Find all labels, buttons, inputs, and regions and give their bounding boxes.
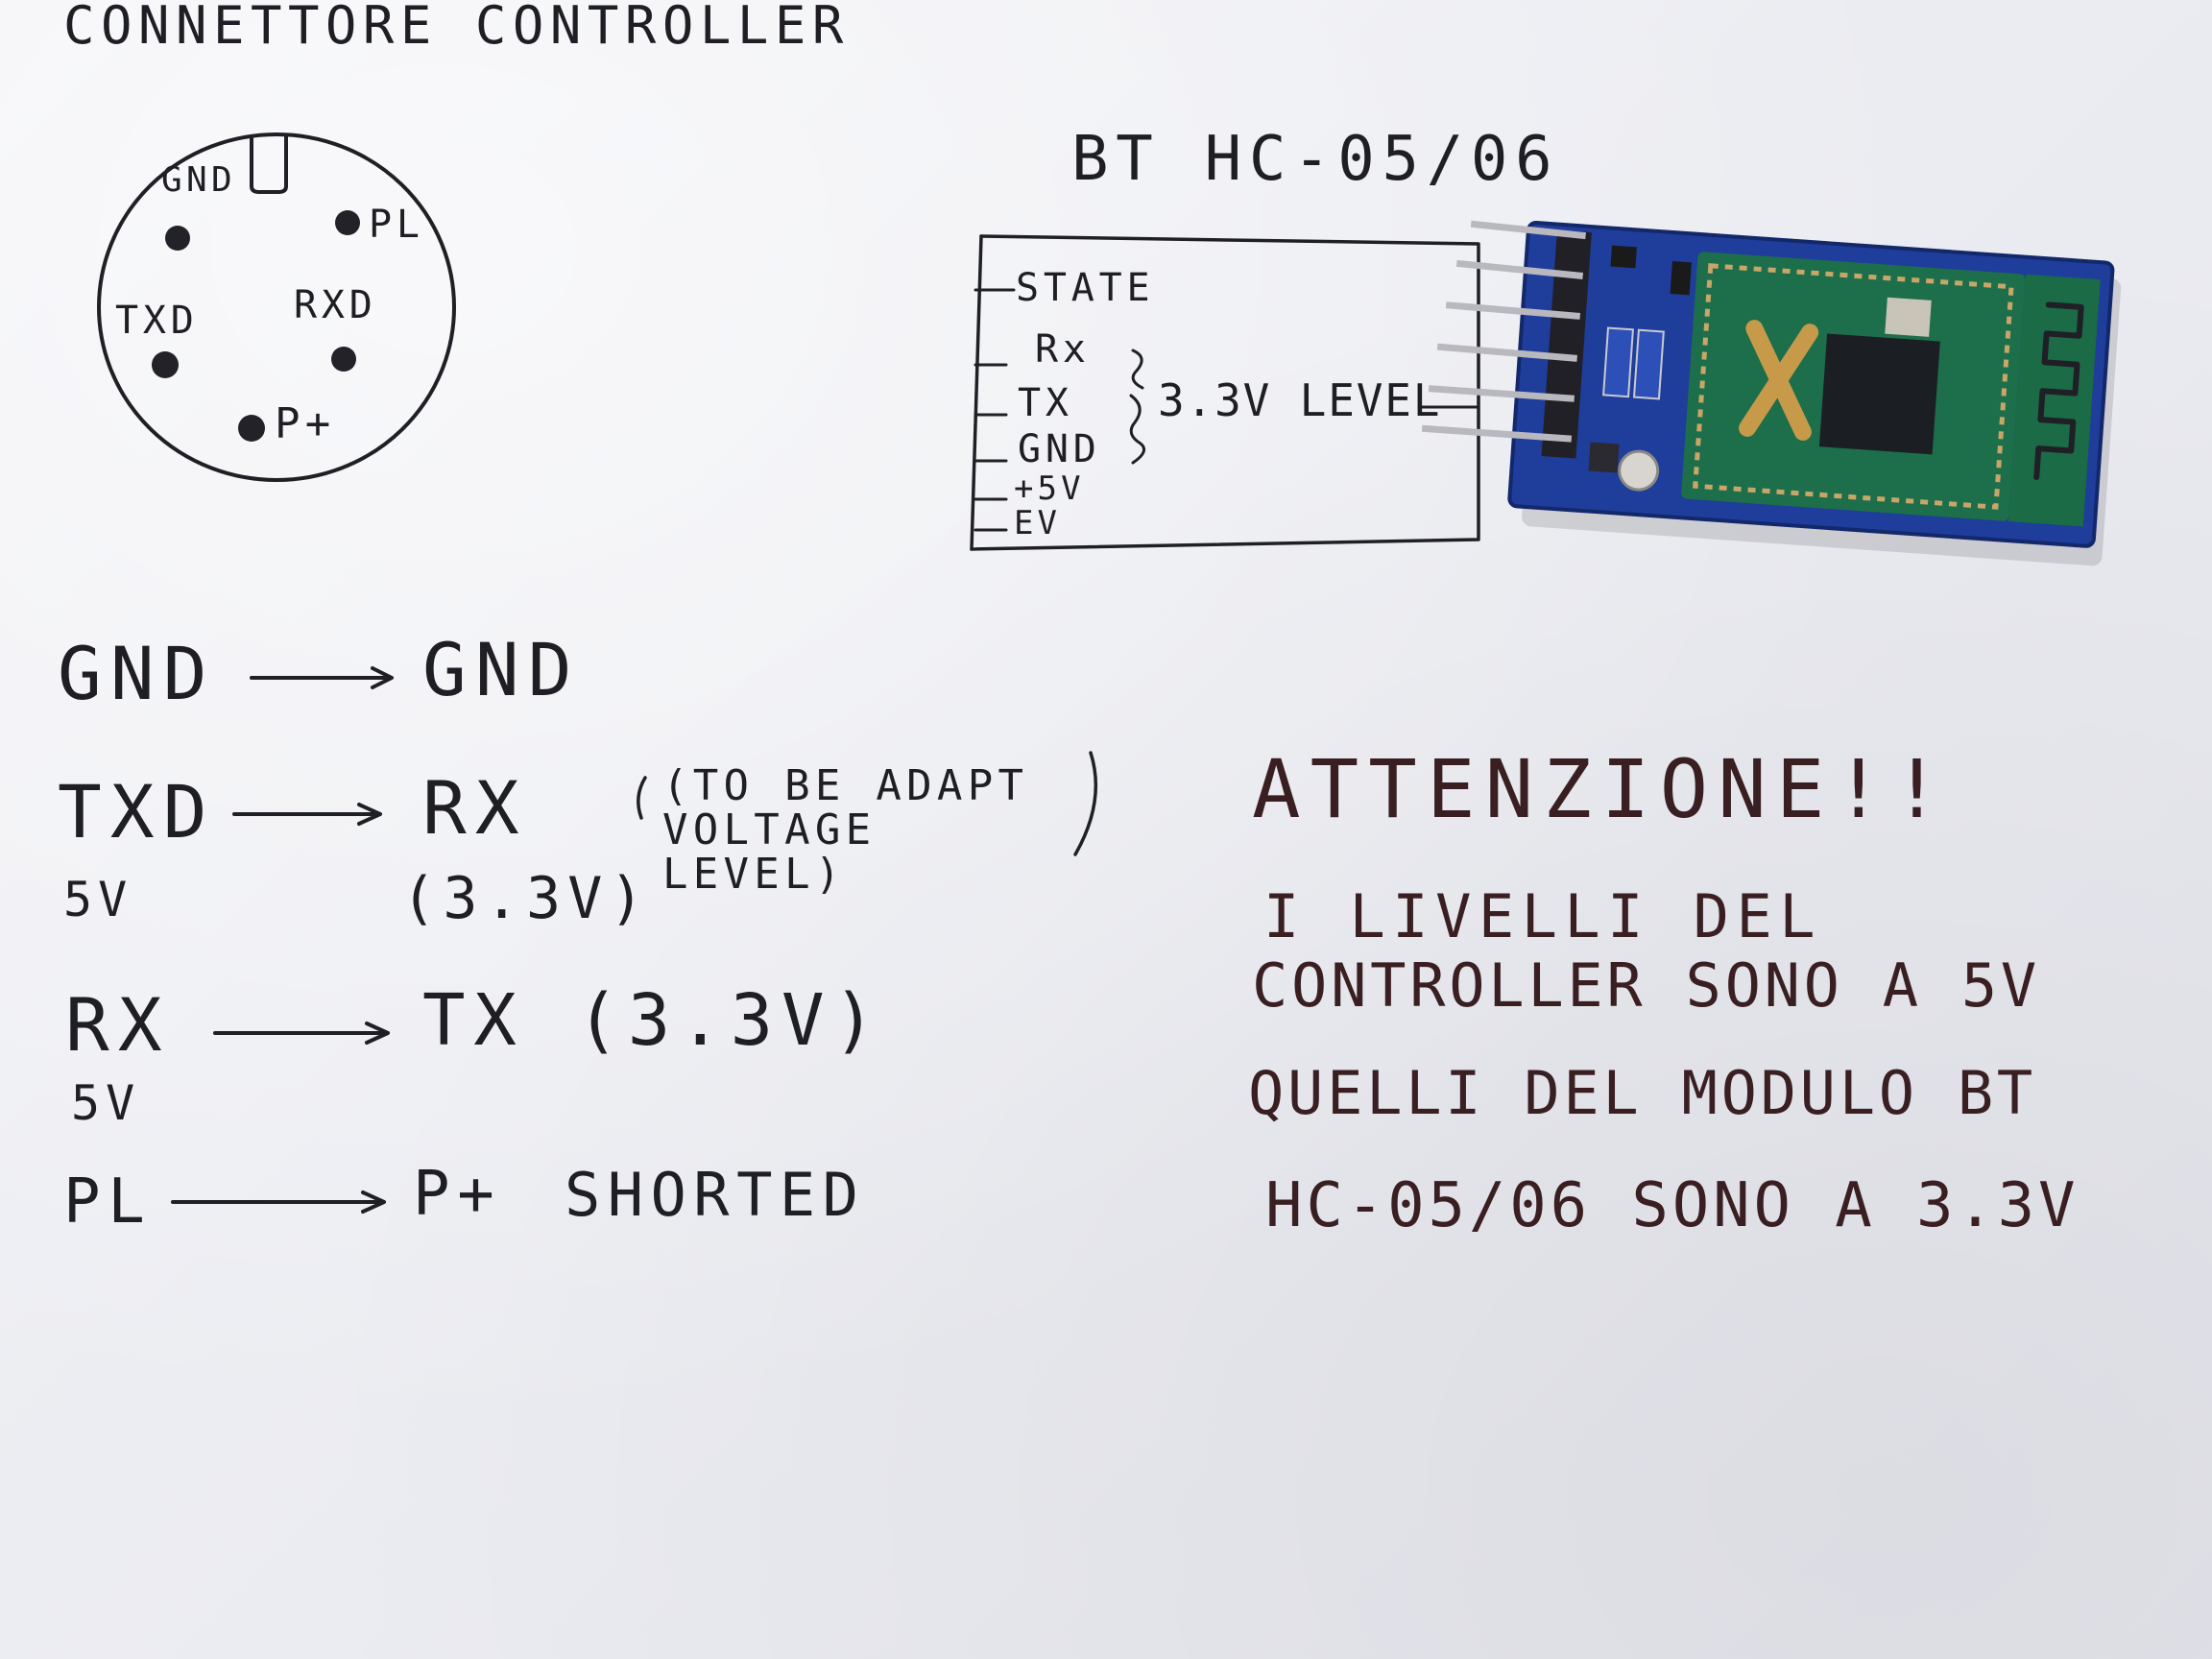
warning-title: ATTENZIONE!! bbox=[1252, 742, 1951, 836]
wire-3-to: P+ bbox=[413, 1159, 502, 1230]
warning-line-4: HC-05/06 SONO A 3.3V bbox=[1265, 1170, 2080, 1241]
wire-2-from-note: 5V bbox=[71, 1075, 141, 1131]
pin-label-pl: PL bbox=[369, 203, 424, 247]
wire-1-to: RX bbox=[422, 765, 528, 851]
wire-0-from: GND bbox=[58, 631, 216, 716]
wire-0-to: GND bbox=[422, 627, 581, 712]
wire-1-from-note: 5V bbox=[63, 872, 133, 927]
hc05-module bbox=[1421, 220, 2122, 566]
wiring-arrows bbox=[171, 666, 1098, 1214]
pin-hole-txd bbox=[152, 351, 179, 378]
warning-line-1: I LIVELLI DEL bbox=[1263, 881, 1822, 951]
header-pins bbox=[1421, 220, 1592, 459]
module-pin-tx: TX bbox=[1018, 381, 1073, 425]
connector-key-notch bbox=[250, 134, 288, 194]
connector-outline bbox=[97, 132, 456, 482]
pin-hole-gnd bbox=[165, 226, 190, 251]
warning-line-2: CONTROLLER SONO A 5V bbox=[1252, 950, 2040, 1021]
wire-3-note: SHORTED bbox=[565, 1160, 866, 1230]
module-level-note: 3.3V LEVEL bbox=[1158, 374, 1442, 426]
module-chip bbox=[1818, 333, 1940, 455]
page-title: CONNETTORE CONTROLLER bbox=[63, 0, 850, 56]
module-pin-5v: +5V bbox=[1014, 469, 1085, 508]
module-pin-rx: Rx bbox=[1035, 327, 1091, 372]
warning-line-3: QUELLI DEL MODULO BT bbox=[1248, 1058, 2036, 1128]
wire-1-to-note: (3.3V) bbox=[401, 865, 651, 932]
pin-label-rxd: RXD bbox=[294, 283, 377, 327]
wire-2-from: RX bbox=[65, 982, 171, 1068]
pin-hole-pl bbox=[335, 210, 360, 235]
pin-hole-pplus bbox=[238, 415, 265, 442]
pin-hole-rxd bbox=[331, 347, 356, 372]
din-connector bbox=[97, 132, 456, 482]
wire-1-from: TXD bbox=[58, 769, 216, 854]
pin-label-txd: TXD bbox=[115, 299, 199, 343]
module-pin-en: EV bbox=[1014, 504, 1062, 542]
pin-label-pplus: P+ bbox=[275, 399, 336, 448]
module-pin-gnd: GND bbox=[1018, 427, 1101, 471]
wire-2-to: TX (3.3V) bbox=[422, 979, 884, 1062]
pin-label-gnd: GND bbox=[161, 160, 236, 200]
wire-3-from: PL bbox=[63, 1166, 153, 1238]
wire-1-note: (TO BE ADAPT VOLTAGE LEVEL) bbox=[662, 761, 1029, 900]
module-title: BT HC-05/06 bbox=[1071, 124, 1560, 195]
module-pin-state: STATE bbox=[1016, 266, 1155, 310]
